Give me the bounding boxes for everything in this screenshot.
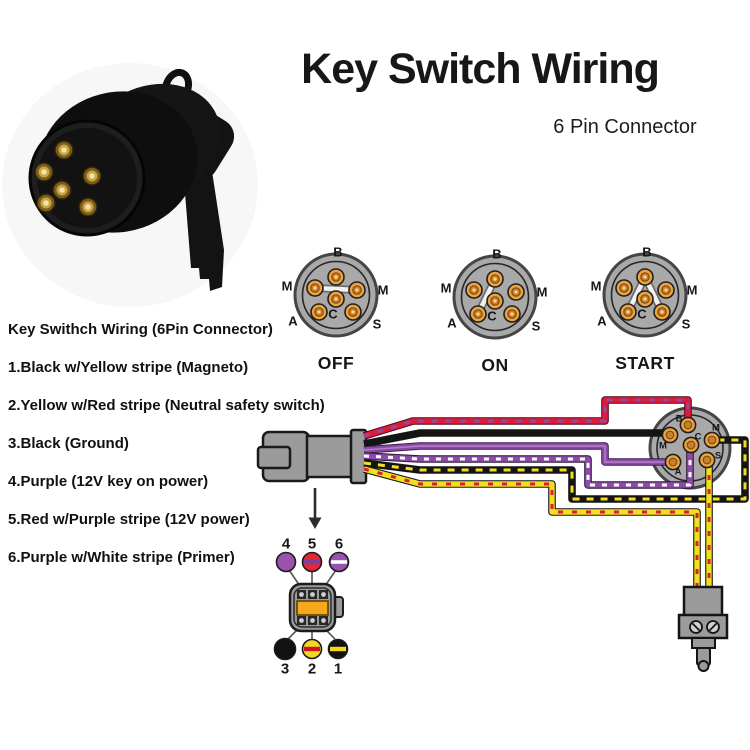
position-label-off: OFF [318, 353, 355, 373]
pin-label-m-right: M [537, 285, 548, 300]
pin-label-c: C [487, 309, 497, 324]
page-title: Key Switch Wiring [301, 45, 660, 93]
wire-red-purple-12v [362, 396, 692, 440]
pin-number-6: 6 [335, 536, 343, 553]
pin-label-m-right: M [378, 283, 389, 298]
position-label-start: START [615, 353, 675, 373]
plunger-tip [697, 660, 710, 672]
pin-label-m-left: M [441, 281, 452, 296]
down-arrow-icon [308, 488, 322, 529]
pin-label-b: B [333, 245, 342, 260]
pin-label-s: S [373, 317, 382, 332]
neutral-safety-switch [677, 585, 729, 672]
page-subtitle: 6 Pin Connector [553, 116, 697, 138]
legend-item-6: 6.Purple w/White stripe (Primer) [8, 549, 235, 566]
wire-dot-3 [273, 637, 297, 661]
pin-label-a: A [447, 316, 457, 331]
pin-label-b: B [492, 247, 501, 262]
legend-item-2: 2.Yellow w/Red stripe (Neutral safety sw… [8, 397, 325, 414]
pin-label-a: A [288, 314, 298, 329]
pin-number-1: 1 [334, 661, 342, 678]
pin-number-5: 5 [308, 536, 316, 553]
connector-face-on: B M M A S C ON [441, 247, 548, 376]
wire-dot-2 [301, 638, 323, 660]
plug-pinout-detail: 4 5 6 3 2 1 [273, 536, 350, 678]
plug-latch [256, 445, 292, 470]
wire-black-ground [363, 429, 669, 448]
legend-item-4: 4.Purple (12V key on power) [8, 473, 209, 490]
legend-item-3: 3.Black (Ground) [8, 435, 129, 452]
wire-legend: Key Swithch Wiring (6Pin Connector) 1.Bl… [8, 321, 353, 587]
plug-keyway [296, 600, 329, 616]
switch-body-photo [28, 83, 221, 237]
wire-dot-5 [301, 551, 323, 573]
legend-heading: Key Swithch Wiring (6Pin Connector) [8, 321, 273, 338]
wire-dot-1 [327, 638, 349, 660]
photo-terminal-pins [34, 140, 102, 217]
pin-label-c: C [695, 432, 702, 443]
pin-number-3: 3 [281, 661, 289, 678]
pin-label-s: S [532, 319, 541, 334]
screw-icon [706, 620, 720, 634]
position-label-on: ON [481, 355, 508, 375]
pin-label-m-left: M [591, 279, 602, 294]
plug-collar [349, 428, 368, 485]
wire-dot-4 [275, 551, 297, 573]
legend-item-5: 5.Red w/Purple stripe (12V power) [8, 511, 250, 528]
wire-dot-6 [328, 551, 350, 573]
pin-label-b: B [676, 414, 683, 425]
plug-face-pins [297, 590, 328, 625]
pin-number-2: 2 [308, 661, 316, 678]
pin-label-a: A [675, 467, 682, 478]
connector-face-off: B M M A S C OFF [282, 245, 389, 374]
pin-label-s: S [682, 317, 691, 332]
wire-black-yellow-magneto [363, 436, 749, 503]
legend-item-1: 1.Black w/Yellow stripe (Magneto) [8, 359, 249, 376]
pin-label-m-left: M [282, 279, 293, 294]
harness-plug [256, 428, 368, 485]
pin-label-m-right: M [687, 283, 698, 298]
wire-purple-key-on [363, 442, 671, 466]
wire-yellow-red-neutral-safety [363, 461, 713, 590]
pin-label-s: S [715, 451, 721, 462]
key-switch-photo [2, 63, 258, 307]
pin-label-b: B [642, 245, 651, 260]
connector-face-start: B M M A S C START [591, 245, 698, 374]
wire-purple-white-primer [363, 447, 694, 489]
screw-icon [689, 620, 703, 634]
pin-label-m-left: M [659, 441, 667, 452]
pin-label-a: A [597, 314, 607, 329]
harness-connector-pins: B M M A S C [659, 414, 721, 478]
pin-label-c: C [637, 307, 647, 322]
pin-label-m-right: M [712, 423, 720, 434]
pin-label-c: C [328, 307, 338, 322]
pin-number-4: 4 [282, 536, 291, 553]
